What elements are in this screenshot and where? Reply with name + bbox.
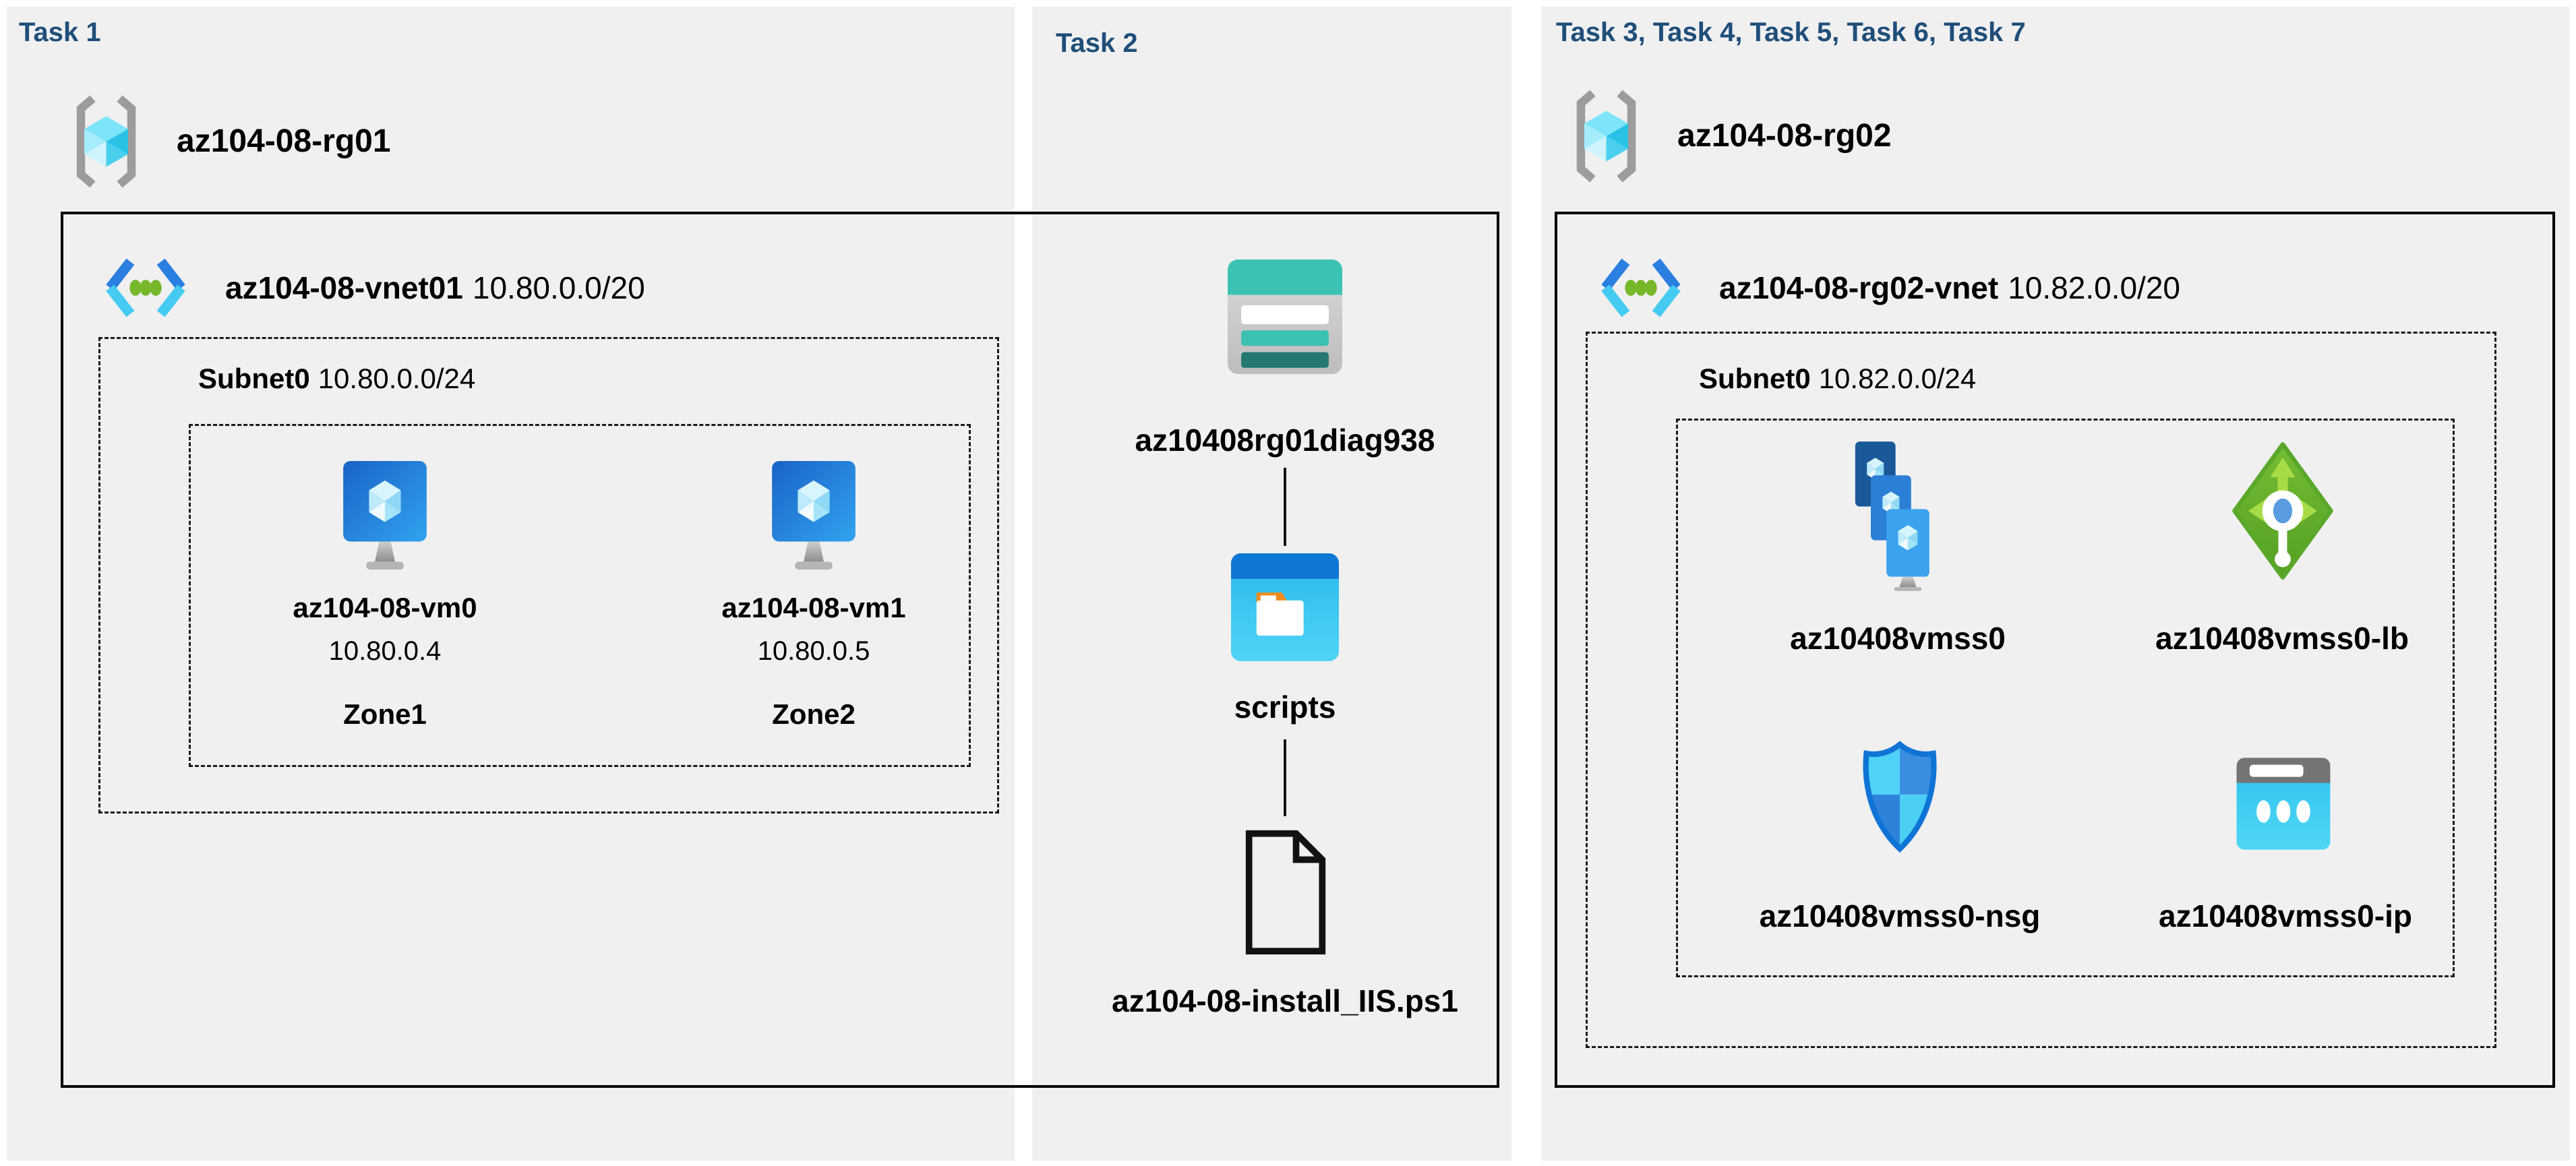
vmss-label: az10408vmss0 xyxy=(1790,621,2006,656)
blob-container-icon xyxy=(1231,553,1339,661)
script-file-label: az104-08-install_IIS.ps1 xyxy=(1112,983,1458,1018)
task3-title: Task 3, Task 4, Task 5, Task 6, Task 7 xyxy=(1556,18,2026,47)
subnet-box-task3 xyxy=(1586,332,2496,1048)
virtual-network-icon xyxy=(98,251,193,325)
task2-title: Task 2 xyxy=(1056,28,1138,58)
subnet-name: Subnet0 xyxy=(1699,363,1811,394)
vnet-cidr: 10.82.0.0/20 xyxy=(2008,270,2180,305)
vm-zone: Zone2 xyxy=(772,698,856,730)
connector-line xyxy=(1284,468,1286,546)
virtual-machine-icon xyxy=(342,461,428,580)
vnet-cidr: 10.80.0.0/20 xyxy=(472,270,645,305)
vm-scale-set-icon xyxy=(1853,441,1944,591)
public-ip-label: az10408vmss0-ip xyxy=(2159,898,2412,933)
subnet-name: Subnet0 xyxy=(198,363,310,394)
virtual-machine-icon xyxy=(771,461,857,580)
vm-zone: Zone1 xyxy=(343,698,427,730)
storage-account-label: az10408rg01diag938 xyxy=(1135,423,1435,458)
vm-ip: 10.80.0.5 xyxy=(757,636,870,666)
container-label: scripts xyxy=(1234,689,1336,725)
resource-group-label: az104-08-rg02 xyxy=(1677,118,1892,154)
subnet-label: Subnet0 10.80.0.0/24 xyxy=(198,363,475,395)
vnet-boundary-task1 xyxy=(61,212,1499,1088)
vnet-label: az104-08-rg02-vnet 10.82.0.0/20 xyxy=(1719,270,2180,306)
script-file-icon xyxy=(1242,826,1329,958)
vm-name: az104-08-vm0 xyxy=(293,592,477,623)
zones-box-task1 xyxy=(189,424,971,767)
resource-group-icon xyxy=(1564,89,1648,183)
vnet-name: az104-08-rg02-vnet xyxy=(1719,270,1999,305)
load-balancer-icon xyxy=(2231,441,2334,580)
public-ip-icon xyxy=(2235,758,2332,850)
vnet-label: az104-08-vnet01 10.80.0.0/20 xyxy=(225,270,645,306)
connector-line xyxy=(1284,739,1286,816)
load-balancer-label: az10408vmss0-lb xyxy=(2155,621,2409,656)
network-security-group-icon xyxy=(1857,740,1943,855)
subnet-cidr: 10.80.0.0/24 xyxy=(318,363,476,394)
panel-task1 xyxy=(7,7,1015,1161)
storage-account-icon xyxy=(1228,259,1342,374)
subnet-box-task1 xyxy=(98,337,999,814)
vnet-boundary-task3 xyxy=(1555,212,2555,1088)
vnet-name: az104-08-vnet01 xyxy=(225,270,463,305)
task1-title: Task 1 xyxy=(19,18,101,47)
vm-name: az104-08-vm1 xyxy=(721,592,906,623)
panel-task3 xyxy=(1541,7,2570,1161)
resources-box-task3 xyxy=(1676,419,2455,977)
subnet-cidr: 10.82.0.0/24 xyxy=(1818,363,1977,394)
resource-group-label: az104-08-rg01 xyxy=(177,123,391,159)
nsg-label: az10408vmss0-nsg xyxy=(1759,898,2041,933)
vm-ip: 10.80.0.4 xyxy=(328,636,442,666)
virtual-network-icon xyxy=(1594,251,1688,325)
resource-group-icon xyxy=(64,94,148,189)
